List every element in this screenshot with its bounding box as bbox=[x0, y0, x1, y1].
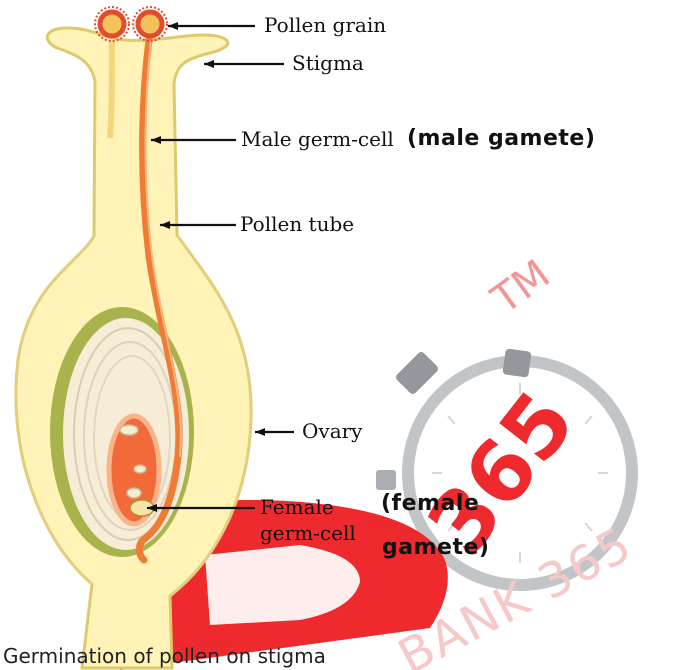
label-ovary: Ovary bbox=[302, 421, 362, 441]
label-stigma: Stigma bbox=[292, 53, 364, 73]
trademark-mark: TM bbox=[483, 251, 559, 323]
label-female-line-1: Female bbox=[260, 497, 334, 517]
diagram-caption: Germination of pollen on stigma bbox=[3, 644, 326, 668]
label-male-germ-cell: Male germ-cell bbox=[241, 129, 394, 149]
label-pollen-grain: Pollen grain bbox=[264, 15, 386, 35]
stopwatch-left-button bbox=[394, 350, 439, 395]
ovule bbox=[50, 307, 194, 557]
pointer-ovary-head bbox=[255, 428, 265, 436]
label-female-gamete-line-1: (female bbox=[381, 493, 479, 515]
pollen-grains bbox=[95, 7, 167, 41]
stopwatch-side-button bbox=[376, 470, 396, 490]
embryo-nucleus-mid bbox=[134, 465, 146, 473]
embryo-nucleus-top bbox=[120, 425, 138, 435]
label-female-gamete-line-2: gamete) bbox=[382, 537, 489, 559]
stopwatch-top-button bbox=[502, 348, 531, 377]
pointer-pollen-grain-head bbox=[168, 22, 178, 30]
embryo-nucleus-lower bbox=[127, 488, 141, 498]
short-pollen-tube bbox=[110, 40, 112, 138]
label-male-gamete: (male gamete) bbox=[407, 128, 595, 150]
label-pollen-tube: Pollen tube bbox=[240, 214, 354, 234]
label-female-line-2: germ-cell bbox=[260, 523, 356, 543]
pointer-stigma-head bbox=[204, 60, 214, 68]
pollen-grain-right bbox=[133, 7, 167, 41]
